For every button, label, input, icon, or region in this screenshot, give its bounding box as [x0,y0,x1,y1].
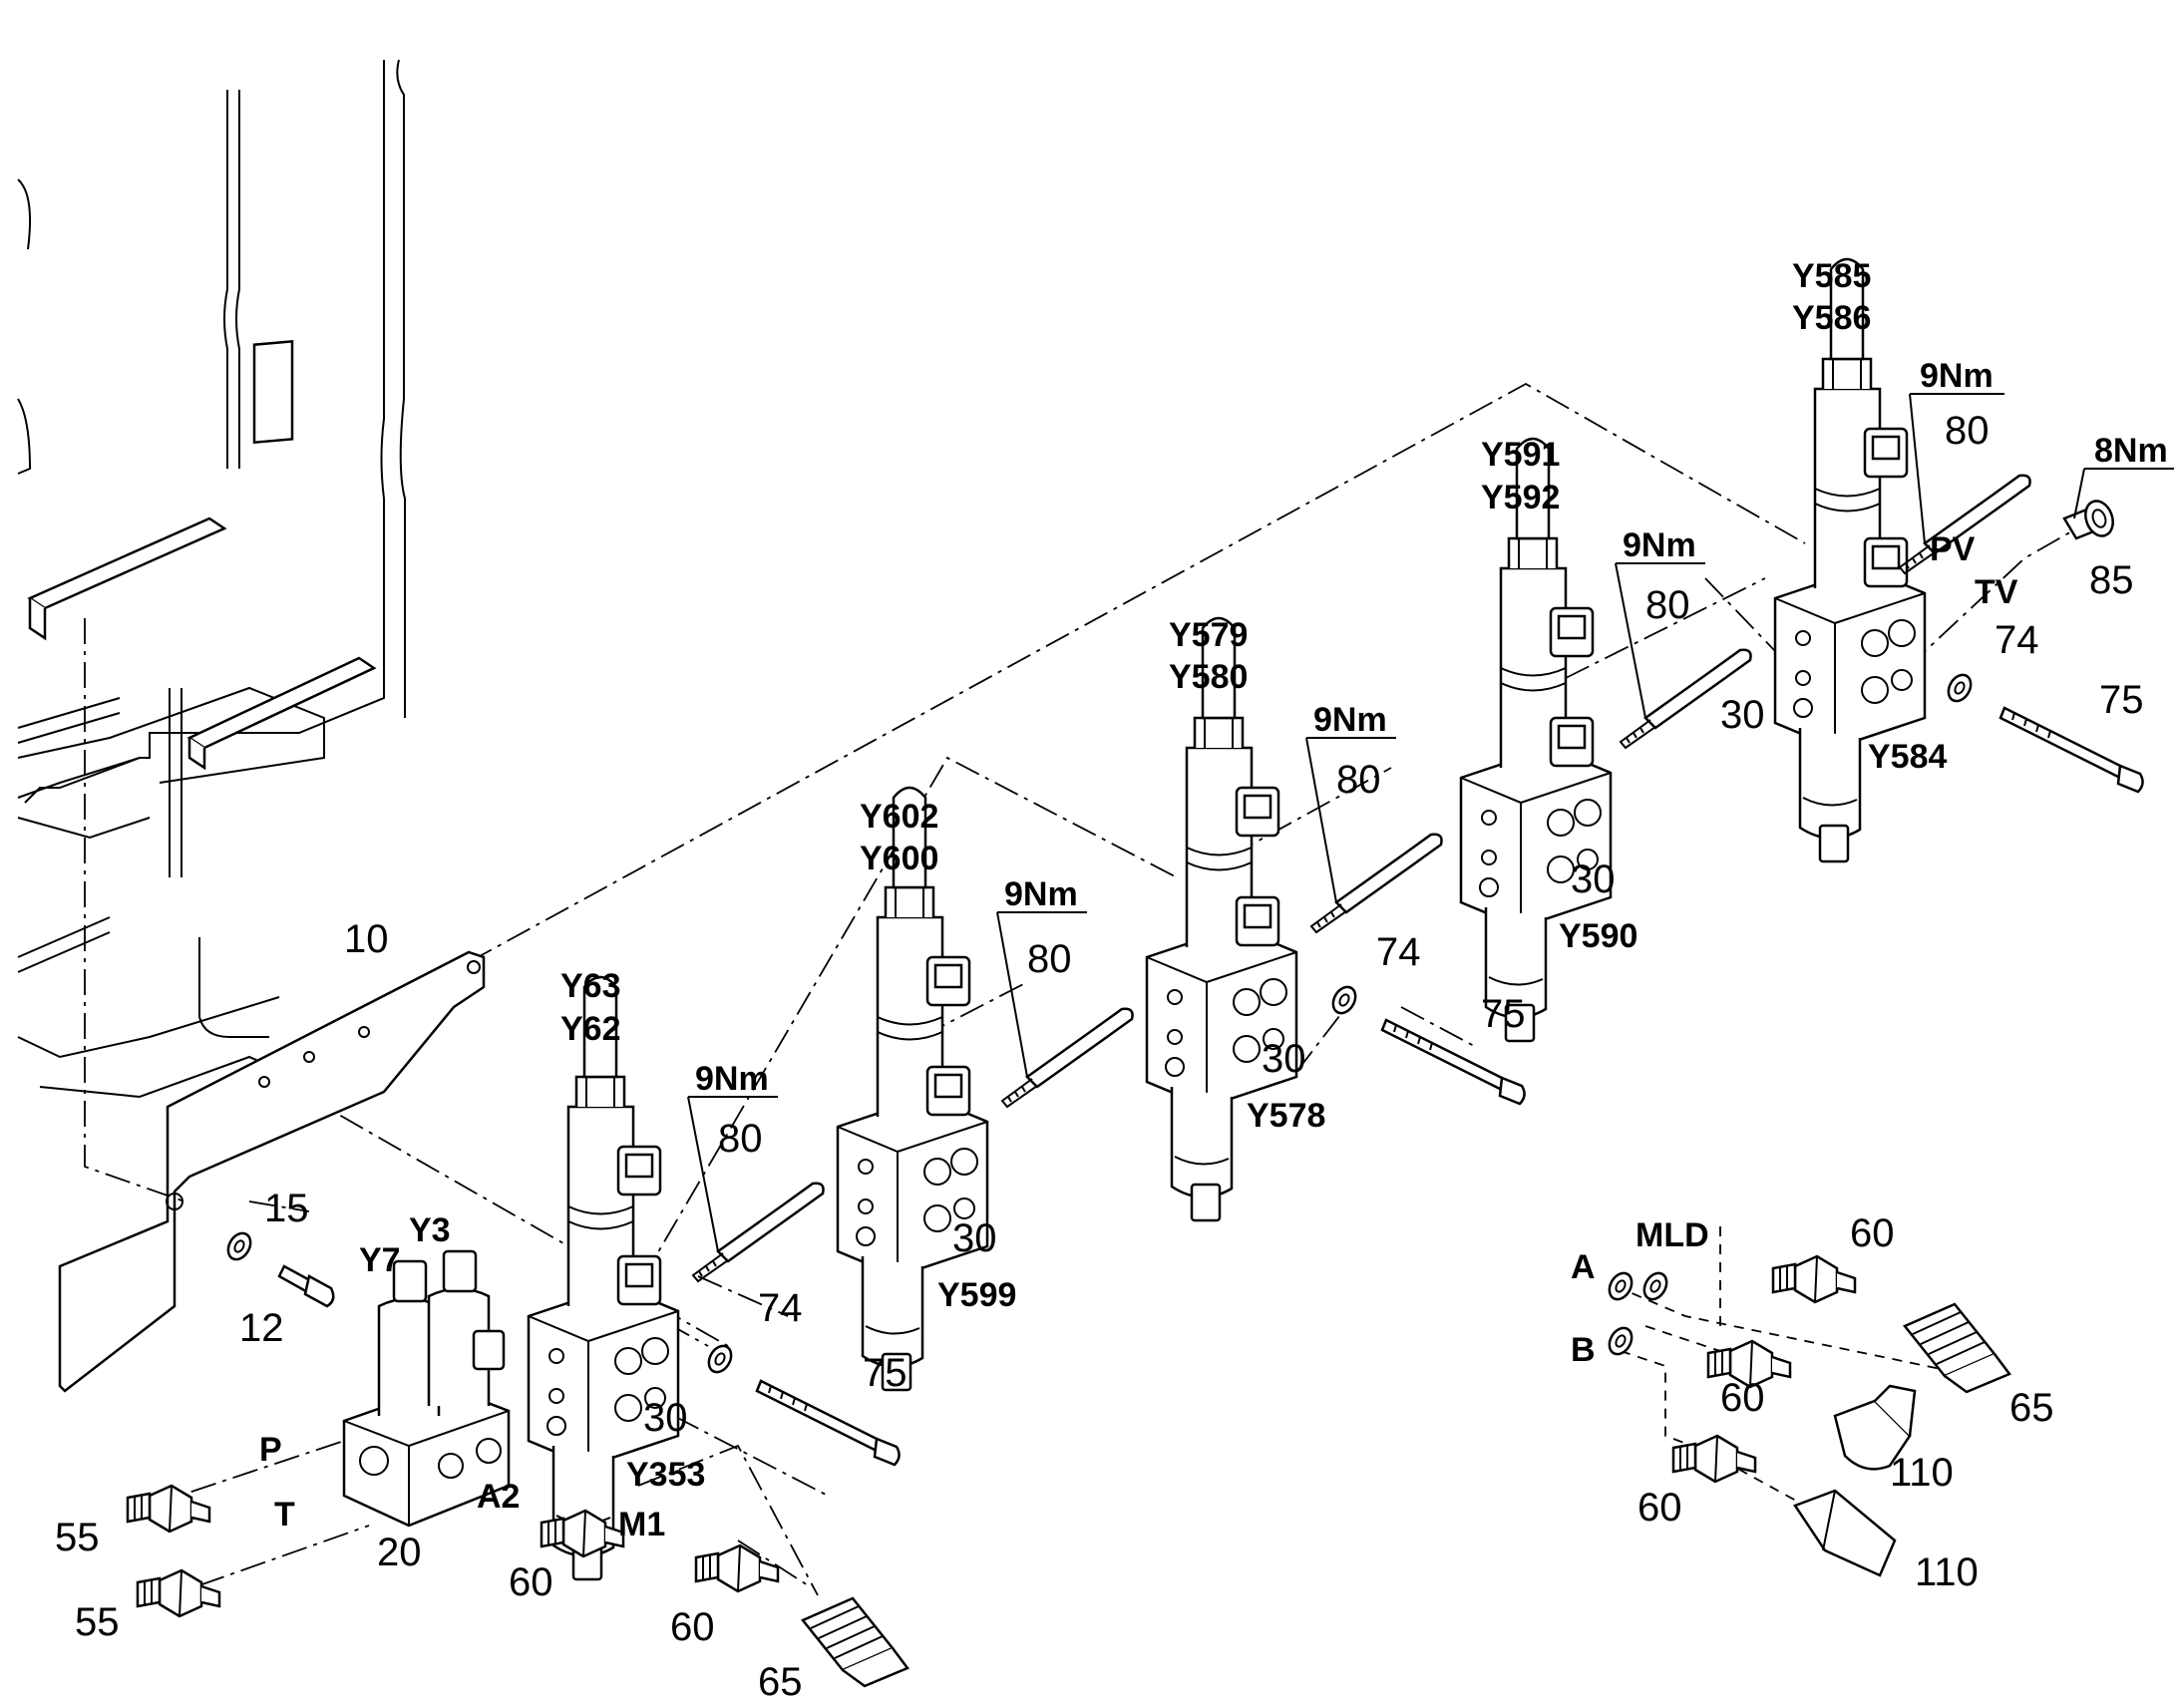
torque-9nm-3: 9Nm [1313,701,1387,739]
torque-9nm-2: 9Nm [1004,875,1078,913]
port-tv: TV [1975,573,2018,611]
base-valve-block [342,1249,511,1528]
bolt-80-3 [1309,833,1443,934]
callout-110-a: 110 [1890,1451,1954,1495]
bolt-80-1 [691,1182,825,1283]
callout-55-a: 55 [55,1516,100,1559]
label-y585: Y585 [1792,257,1871,295]
callout-60-c: 60 [1850,1211,1895,1255]
bolt-12 [277,1264,335,1308]
label-y599: Y599 [937,1276,1016,1314]
label-y590: Y590 [1559,917,1637,955]
label-y592: Y592 [1481,479,1560,516]
part-number-callouts: 10 15 12 20 55 55 60 60 65 30 74 75 80 3… [55,409,2144,1704]
torque-9nm-4: 9Nm [1623,526,1696,564]
washer-15 [222,1227,256,1265]
tractor-frame [17,59,406,1099]
label-y63: Y63 [560,967,621,1005]
callout-75-b: 75 [1481,992,1526,1036]
fitting-55-1 [126,1484,211,1534]
washer-74-3 [1943,669,1977,707]
mounting-bracket [58,950,486,1393]
callout-60-b: 60 [670,1605,715,1649]
torque-9nm-5: 9Nm [1920,357,1994,395]
callout-55-b: 55 [75,1600,120,1644]
callout-12: 12 [239,1306,284,1350]
label-y578: Y578 [1247,1097,1325,1135]
port-a: A [1571,1248,1596,1286]
washer-74-2 [1327,981,1361,1019]
callout-85: 85 [2089,558,2134,602]
callout-80-c: 80 [1336,758,1381,802]
label-y62: Y62 [560,1010,621,1048]
label-y353: Y353 [626,1456,705,1494]
label-y602: Y602 [860,798,938,836]
port-t: T [274,1496,295,1534]
torque-8nm: 8Nm [2094,432,2168,470]
callout-110-b: 110 [1915,1550,1979,1594]
callout-80-e: 80 [1945,409,1990,453]
torque-9nm-1: 9Nm [695,1060,769,1098]
plug-85 [2062,500,2114,540]
coupler-65-1 [801,1596,909,1688]
torque-leaders [687,393,2174,1252]
callout-80-a: 80 [718,1117,763,1161]
label-y591: Y591 [1481,436,1560,474]
label-y580: Y580 [1169,658,1248,696]
callout-60-a: 60 [509,1560,553,1604]
callout-30-b: 30 [952,1216,997,1260]
callout-30-d: 30 [1571,857,1616,901]
label-y586: Y586 [1792,299,1871,337]
port-labels: P T A2 M1 PV TV MLD A B [259,530,2018,1543]
fitting-60-5 [1671,1434,1757,1484]
callout-10: 10 [344,917,389,961]
callout-74-b: 74 [1376,930,1421,974]
port-b: B [1571,1331,1596,1369]
fitting-55-2 [136,1568,221,1618]
callout-60-d: 60 [1720,1376,1765,1420]
callout-60-e: 60 [1637,1486,1682,1530]
mld-port-washers [1604,1267,1672,1360]
bolt-80-2 [1000,1007,1134,1109]
elbow-110-2 [1793,1489,1897,1577]
callout-75-a: 75 [863,1351,908,1395]
callout-74-c: 74 [1995,618,2039,662]
callout-80-d: 80 [1645,583,1690,627]
callout-20: 20 [377,1531,422,1574]
callout-65-b: 65 [2009,1386,2054,1430]
fitting-60-2 [694,1543,780,1593]
washer-74-1 [703,1340,737,1378]
callout-30-c: 30 [1262,1037,1306,1081]
port-m1: M1 [618,1506,665,1543]
label-y600: Y600 [860,840,938,877]
port-pv: PV [1930,530,1976,568]
callout-75-c: 75 [2099,678,2144,722]
callout-30-e: 30 [1720,693,1765,737]
solenoid-labels: Y7 Y3 Y63 Y62 Y353 Y602 Y600 Y599 Y579 Y… [359,257,1947,1494]
callout-15: 15 [264,1187,309,1230]
fitting-60-3 [1771,1254,1857,1304]
label-y579: Y579 [1169,616,1248,654]
torque-labels: 9Nm 9Nm 9Nm 9Nm 9Nm 8Nm [695,357,2168,1098]
port-p: P [259,1431,282,1469]
port-mld: MLD [1635,1216,1709,1254]
coupler-65-2 [1903,1302,2011,1394]
callout-80-b: 80 [1027,937,1072,981]
port-a2: A2 [477,1478,520,1516]
label-y584: Y584 [1868,738,1947,776]
callout-30-a: 30 [643,1396,688,1440]
label-y3: Y3 [409,1211,451,1249]
callout-74-a: 74 [758,1286,803,1330]
callout-65-a: 65 [758,1660,803,1704]
label-y7: Y7 [359,1241,401,1279]
elbow-110-1 [1833,1384,1917,1471]
